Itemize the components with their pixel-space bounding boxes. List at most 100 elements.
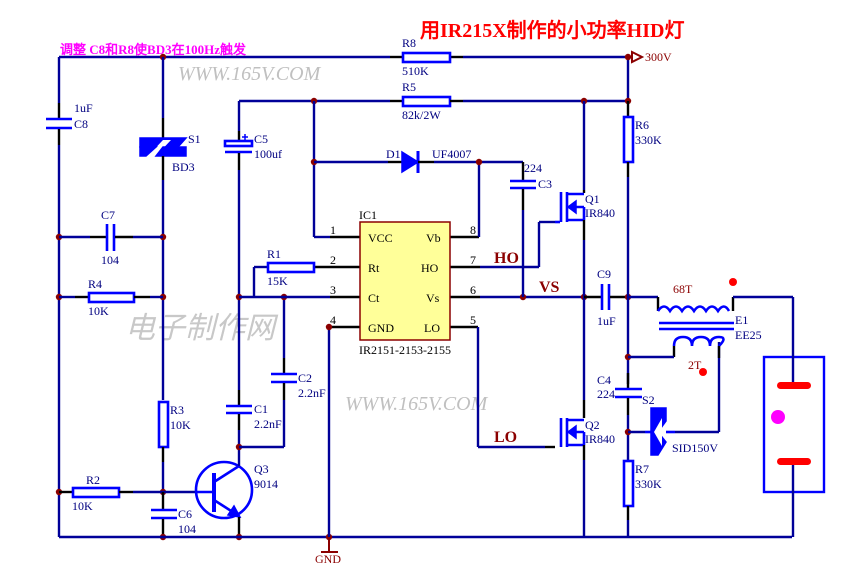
e1-primary-turns: 68T bbox=[673, 282, 693, 296]
r7-value: 330K bbox=[635, 477, 662, 491]
c7-value: 104 bbox=[101, 253, 119, 267]
signal-ho: HO bbox=[494, 250, 519, 267]
transformer-e1 bbox=[628, 278, 795, 376]
r6-value: 330K bbox=[635, 133, 662, 147]
r8-ref: R8 bbox=[402, 36, 416, 50]
ic-pin-number: 8 bbox=[470, 223, 476, 237]
c3-value: 224 bbox=[524, 161, 542, 175]
transistor-q3 bbox=[194, 447, 254, 541]
q3-value: 9014 bbox=[254, 477, 278, 491]
ground-rail bbox=[59, 533, 792, 553]
capacitor-c6 bbox=[151, 492, 177, 541]
resistor-r7 bbox=[622, 459, 635, 537]
r1-ref: R1 bbox=[267, 247, 281, 261]
resistor-r3 bbox=[157, 400, 170, 496]
d1-ref: D1 bbox=[386, 147, 401, 161]
r5-value: 82k/2W bbox=[402, 108, 441, 122]
supply-label: 300V bbox=[645, 50, 672, 64]
watermark: WWW.165V.COM bbox=[178, 63, 322, 85]
diac-s1 bbox=[139, 57, 188, 400]
ic-pin-number: 2 bbox=[330, 253, 336, 267]
c5-ref: C5 bbox=[254, 132, 268, 146]
c4-ref: C4 bbox=[597, 373, 611, 387]
c3-ref: C3 bbox=[538, 177, 552, 191]
c8-value: 1uF bbox=[74, 101, 93, 115]
e1-ref: E1 bbox=[735, 313, 748, 327]
s1-ref: S1 bbox=[188, 132, 201, 146]
ic-pin-name: Rt bbox=[368, 261, 380, 275]
r2-ref: R2 bbox=[86, 473, 100, 487]
q3-ref: Q3 bbox=[254, 462, 269, 476]
capacitor-c2 bbox=[271, 293, 297, 400]
ic1-ref: IC1 bbox=[359, 208, 377, 222]
adjust-note: 调整 C8和R8使BD3在100Hz触发 bbox=[60, 42, 247, 57]
resistor-r2 bbox=[59, 486, 195, 499]
ic-pin-number: 7 bbox=[470, 253, 476, 267]
ic-pin-number: 5 bbox=[470, 313, 476, 327]
watermark: WWW.165V.COM bbox=[345, 393, 489, 415]
diode-d1 bbox=[314, 150, 523, 174]
r5-row bbox=[239, 95, 632, 108]
d1-value: UF4007 bbox=[432, 147, 471, 161]
r4-ref: R4 bbox=[88, 277, 102, 291]
hid-lamp bbox=[762, 350, 826, 537]
r1-value: 15K bbox=[267, 274, 288, 288]
r6-ref: R6 bbox=[635, 118, 649, 132]
c6-value: 104 bbox=[178, 522, 196, 536]
c4-value: 224 bbox=[597, 387, 615, 401]
e1-secondary-turns: 2T bbox=[688, 358, 702, 372]
r7-ref: R7 bbox=[635, 462, 649, 476]
resistor-r6 bbox=[622, 101, 635, 384]
watermark-cn: 电子制作网 bbox=[125, 311, 279, 346]
c6-ref: C6 bbox=[178, 507, 192, 521]
c1-ref: C1 bbox=[254, 402, 268, 416]
signal-lo: LO bbox=[494, 429, 517, 446]
capacitor-c4 bbox=[615, 373, 642, 460]
ic-pin-name: HO bbox=[421, 261, 439, 275]
ic1-body bbox=[359, 221, 451, 341]
top-rail bbox=[59, 50, 645, 100]
capacitor-c7 bbox=[59, 224, 163, 251]
c1-value: 2.2nF bbox=[254, 417, 282, 431]
ground-label: GND bbox=[315, 552, 341, 566]
ic-pin-name: Ct bbox=[368, 291, 380, 305]
c5-value: 100uf bbox=[254, 147, 282, 161]
q1-ref: Q1 bbox=[585, 192, 600, 206]
capacitor-c3 bbox=[510, 162, 536, 297]
mosfet-q1 bbox=[555, 101, 586, 400]
c8-ref: C8 bbox=[74, 117, 88, 131]
c9-ref: C9 bbox=[597, 267, 611, 281]
q2-ref: Q2 bbox=[585, 418, 600, 432]
r3-value: 10K bbox=[170, 418, 191, 432]
ic1-part: IR2151-2153-2155 bbox=[359, 343, 451, 357]
c2-value: 2.2nF bbox=[298, 386, 326, 400]
ic-pin-number: 3 bbox=[330, 283, 336, 297]
title: 用IR215X制作的小功率HID灯 bbox=[420, 18, 684, 42]
s1-value: BD3 bbox=[172, 160, 195, 174]
signal-vs: VS bbox=[539, 279, 560, 296]
e1-value: EE25 bbox=[735, 328, 762, 342]
ic1-wiring bbox=[239, 101, 588, 537]
capacitor-c1 bbox=[226, 390, 286, 451]
r4-value: 10K bbox=[88, 304, 109, 318]
ic-pin-number: 1 bbox=[330, 223, 336, 237]
q1-value: IR840 bbox=[585, 206, 615, 220]
resistor-r4 bbox=[59, 291, 163, 304]
resistor-r1 bbox=[266, 261, 316, 274]
ic-pin-name: Vs bbox=[426, 291, 440, 305]
s2-value: SID150V bbox=[672, 441, 718, 455]
ic-pin-name: Vb bbox=[426, 231, 441, 245]
ic-pin-number: 4 bbox=[330, 313, 336, 327]
q2-value: IR840 bbox=[585, 432, 615, 446]
capacitor-c9 bbox=[584, 284, 632, 310]
c2-ref: C2 bbox=[298, 371, 312, 385]
c7-ref: C7 bbox=[101, 208, 115, 222]
c9-value: 1uF bbox=[597, 314, 616, 328]
resistor-r8 bbox=[401, 51, 452, 64]
r8-value: 510K bbox=[402, 64, 429, 78]
ic-pin-name: VCC bbox=[368, 231, 393, 245]
ic-pin-number: 6 bbox=[470, 283, 476, 297]
ic-pin-name: GND bbox=[368, 321, 394, 335]
r2-value: 10K bbox=[72, 499, 93, 513]
